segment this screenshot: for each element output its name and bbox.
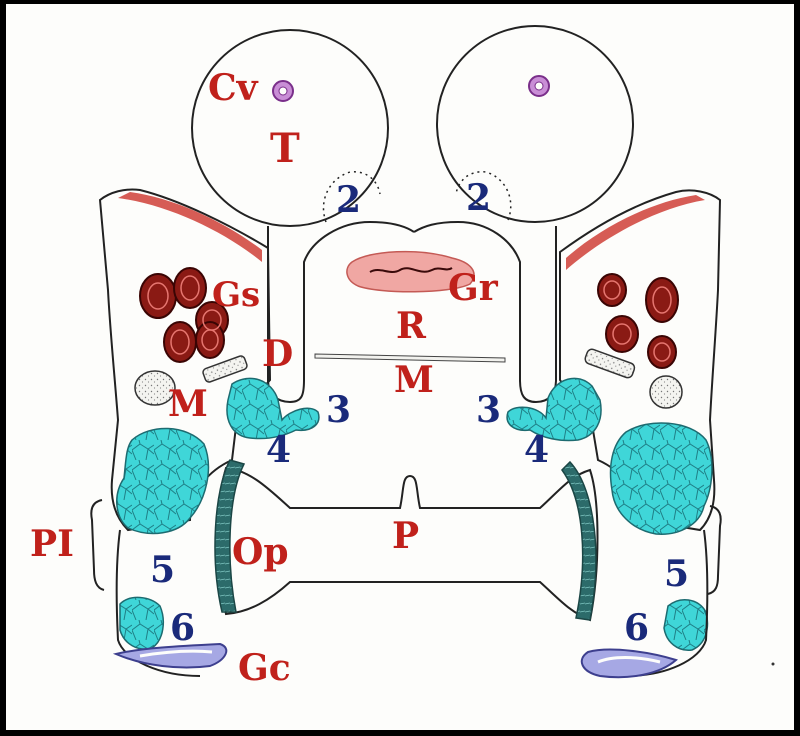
label-gc: Gc <box>238 647 291 689</box>
left-stalk <box>267 220 415 404</box>
label-5-right: 5 <box>664 553 689 595</box>
label-6-left: 6 <box>170 607 195 649</box>
center-gland-strip <box>346 250 475 293</box>
left-stippled-bar <box>202 355 248 383</box>
left-muscle-inner-lines <box>147 275 222 355</box>
label-t: T <box>270 125 300 172</box>
label-3-left: 3 <box>326 389 351 431</box>
label-cv: Cv <box>208 67 259 109</box>
left-central-vessel <box>272 80 294 102</box>
left-bracket <box>90 499 105 591</box>
left-tonsil-circle <box>191 29 389 227</box>
label-pi: PI <box>30 523 74 565</box>
right-central-vessel <box>528 75 550 97</box>
left-muscle-bundles <box>139 267 229 363</box>
left-dotted-arc <box>322 171 381 223</box>
label-r: R <box>396 305 427 347</box>
right-lower-outline <box>625 529 709 677</box>
center-muscle-line <box>314 353 506 363</box>
right-muscle-inner-lines <box>603 280 672 362</box>
right-lavender-gland-inner <box>597 656 661 664</box>
right-teal-band <box>561 460 597 621</box>
label-m-left: M <box>168 383 208 425</box>
label-6-right: 6 <box>624 607 649 649</box>
left-cluster-5 <box>116 427 210 535</box>
label-p: P <box>392 515 419 557</box>
right-muscle-bundles <box>597 273 679 369</box>
label-2-left: 2 <box>336 179 361 221</box>
left-stippled-bone <box>134 370 176 406</box>
right-stippled-bar <box>584 348 636 379</box>
label-gr: Gr <box>448 267 499 309</box>
label-4-right: 4 <box>524 429 549 471</box>
right-tonsil-circle <box>436 25 634 223</box>
label-3-right: 3 <box>476 389 501 431</box>
label-gs: Gs <box>212 275 260 315</box>
right-cluster-6 <box>663 599 709 651</box>
label-4-left: 4 <box>266 429 291 471</box>
left-cluster-3-4 <box>226 377 320 440</box>
right-lavender-gland <box>580 648 679 679</box>
label-op: Op <box>232 531 289 573</box>
label-2-right: 2 <box>466 177 491 219</box>
right-cluster-3-4 <box>506 377 602 442</box>
right-cluster-5 <box>609 422 713 535</box>
stray-dot <box>771 662 775 666</box>
pharynx-body <box>217 466 599 622</box>
left-epithelium-band <box>118 192 262 262</box>
label-m-center: M <box>394 359 434 401</box>
right-stalk <box>413 220 557 404</box>
right-bracket <box>707 505 722 595</box>
right-stippled-bone <box>649 375 683 409</box>
left-teal-band <box>214 459 246 613</box>
left-lavender-gland-inner <box>139 649 213 658</box>
label-5-left: 5 <box>150 549 175 591</box>
left-lower-outline <box>115 529 201 677</box>
label-d: D <box>262 333 293 375</box>
right-epithelium-band <box>566 195 705 270</box>
left-cluster-6 <box>119 596 165 650</box>
center-gland-squiggle <box>369 267 453 273</box>
